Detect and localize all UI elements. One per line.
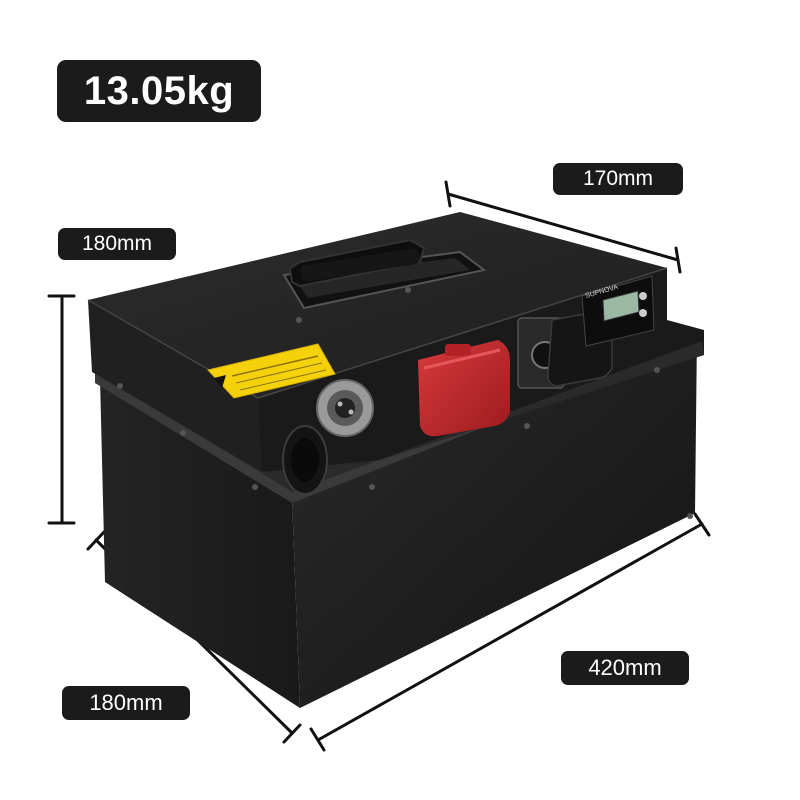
dimension-label-height: 180mm	[58, 228, 176, 260]
dimension-label-side-depth: 180mm	[62, 686, 190, 720]
dimension-label-front-length: 420mm	[561, 651, 689, 685]
screws	[117, 287, 693, 519]
aviation-connector	[316, 379, 374, 437]
voltage-meter: SUPNOVA	[581, 275, 655, 347]
warning-label	[207, 343, 336, 399]
charge-port	[282, 425, 328, 495]
dimension-label-top-depth: 170mm	[553, 163, 683, 195]
weight-badge: 13.05kg	[57, 60, 261, 122]
carry-handle-icon	[282, 238, 487, 310]
positive-terminal	[418, 340, 510, 437]
